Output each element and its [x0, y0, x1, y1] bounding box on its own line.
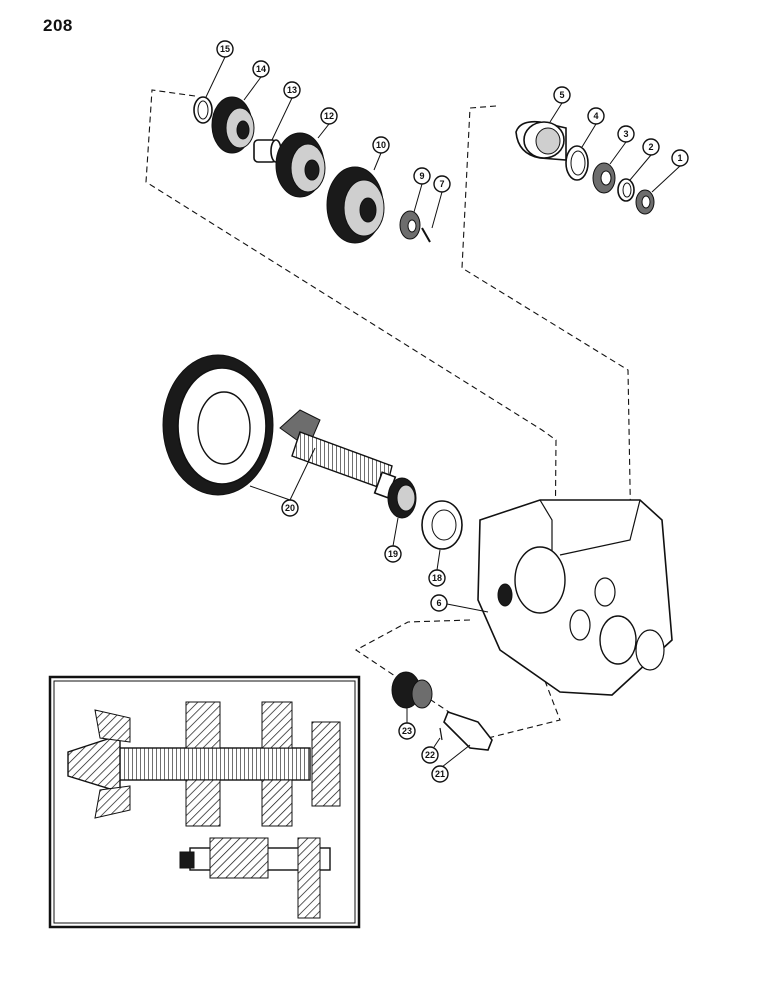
callout-21: 21: [431, 744, 471, 783]
svg-text:5: 5: [559, 90, 564, 100]
callout-13: 13: [271, 81, 301, 141]
callout-23: 23: [398, 708, 416, 740]
svg-text:1: 1: [677, 153, 682, 163]
part-7-pin: [421, 227, 431, 243]
part-20-ring-gear: [162, 354, 274, 496]
callout-18: 18: [428, 549, 446, 587]
part-23-idler-gear: [391, 671, 433, 709]
callout-10: 10: [372, 136, 390, 171]
part-19-bearing-cone: [387, 477, 417, 519]
page-number: 208: [43, 16, 73, 35]
svg-text:10: 10: [376, 140, 386, 150]
svg-text:15: 15: [220, 44, 230, 54]
part-5-bearing-cage: [515, 120, 567, 161]
svg-text:4: 4: [593, 111, 598, 121]
callout-9: 9: [413, 167, 431, 213]
callout-1: 1: [651, 149, 689, 193]
svg-text:14: 14: [256, 64, 266, 74]
callout-19: 19: [384, 517, 402, 563]
callouts: 15 14 13 12 10 9 7 5: [205, 40, 689, 783]
part-15-snap-ring: [193, 96, 213, 124]
callout-7: 7: [431, 175, 451, 229]
callout-2: 2: [629, 138, 660, 181]
callout-15: 15: [205, 40, 234, 98]
svg-text:20: 20: [285, 503, 295, 513]
callout-22: 22: [421, 737, 441, 764]
part-4-cup: [565, 145, 589, 181]
part-6-housing: [477, 499, 673, 696]
part-1-nut: [635, 189, 655, 215]
part-14-gear: [211, 96, 255, 154]
svg-text:9: 9: [419, 171, 424, 181]
part-9-washer: [399, 210, 421, 240]
callout-4: 4: [581, 107, 605, 148]
part-21-idler-shaft: [443, 711, 493, 751]
svg-text:3: 3: [623, 129, 628, 139]
part-20-pinion-shaft: [279, 409, 397, 499]
svg-text:6: 6: [436, 598, 441, 608]
part-10-gear: [326, 166, 385, 244]
svg-text:19: 19: [388, 549, 398, 559]
svg-text:22: 22: [425, 750, 435, 760]
svg-text:2: 2: [648, 142, 653, 152]
callout-20: 20: [249, 447, 316, 517]
callout-6: 6: [430, 594, 489, 613]
part-12-gear: [275, 132, 326, 198]
svg-text:7: 7: [439, 179, 444, 189]
part-18-bearing-cup: [421, 500, 463, 550]
callout-12: 12: [317, 107, 338, 139]
svg-text:13: 13: [287, 85, 297, 95]
svg-text:21: 21: [435, 769, 445, 779]
svg-text:12: 12: [324, 111, 334, 121]
part-22-pin: [439, 727, 443, 741]
part-2-shim: [617, 178, 635, 202]
callout-14: 14: [243, 60, 270, 101]
callout-3: 3: [609, 125, 635, 165]
inset-cross-section: [48, 675, 361, 929]
callout-5: 5: [549, 86, 571, 123]
part-3-cone: [592, 162, 616, 194]
svg-text:23: 23: [402, 726, 412, 736]
svg-text:18: 18: [432, 573, 442, 583]
